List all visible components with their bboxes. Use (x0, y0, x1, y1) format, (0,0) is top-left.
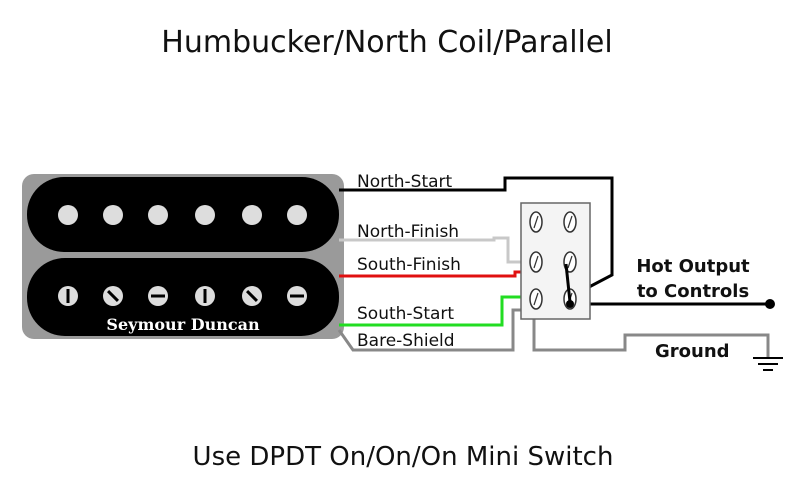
junction-dot-icon (566, 300, 574, 308)
humbucker-pickup: Seymour Duncan (22, 174, 344, 339)
slotted-pole-icon (148, 286, 168, 306)
output-terminal-icon (765, 299, 775, 309)
slotted-pole-icon (242, 286, 262, 306)
north-coil (27, 177, 339, 252)
dpdt-switch (520, 202, 591, 320)
switch-lug-icon (529, 211, 543, 233)
ground-label: Ground (655, 341, 730, 362)
north-pole-pieces (58, 205, 307, 225)
slotted-pole-icon (58, 286, 78, 306)
slotted-pole-icon (195, 286, 215, 306)
north-finish-wire (339, 236, 534, 264)
south-start-label: South-Start (357, 304, 454, 324)
south-finish-label: South-Finish (357, 255, 461, 275)
north-start-label: North-Start (357, 172, 453, 192)
switch-instruction: Use DPDT On/On/On Mini Switch (193, 442, 614, 472)
pickup-brand: Seymour Duncan (106, 315, 260, 334)
bare-shield-label: Bare-Shield (357, 331, 455, 351)
south-coil (27, 258, 339, 336)
pole-piece-icon (58, 205, 78, 225)
switch-jumper (564, 263, 572, 303)
hot-output-label-line2: to Controls (637, 281, 749, 302)
slotted-pole-icon (103, 286, 123, 306)
south-pole-pieces (58, 286, 307, 306)
bare-shield-wire (337, 308, 534, 352)
pole-piece-icon (195, 205, 215, 225)
pole-piece-icon (103, 205, 123, 225)
south-start-wire (339, 295, 534, 327)
ground-wire (532, 310, 770, 358)
slotted-pole-icon (287, 286, 307, 306)
switch-lug-icon (563, 211, 577, 233)
north-start-wire (339, 176, 614, 299)
pole-piece-icon (287, 205, 307, 225)
pole-piece-icon (242, 205, 262, 225)
hot-output-label-line1: Hot Output (636, 256, 750, 277)
pole-piece-icon (148, 205, 168, 225)
diagram-title: Humbucker/North Coil/Parallel (161, 25, 612, 60)
switch-lug-icon (529, 288, 543, 310)
switch-lug-icon (529, 251, 543, 273)
north-finish-label: North-Finish (357, 222, 459, 242)
ground-symbol-icon (753, 357, 783, 371)
